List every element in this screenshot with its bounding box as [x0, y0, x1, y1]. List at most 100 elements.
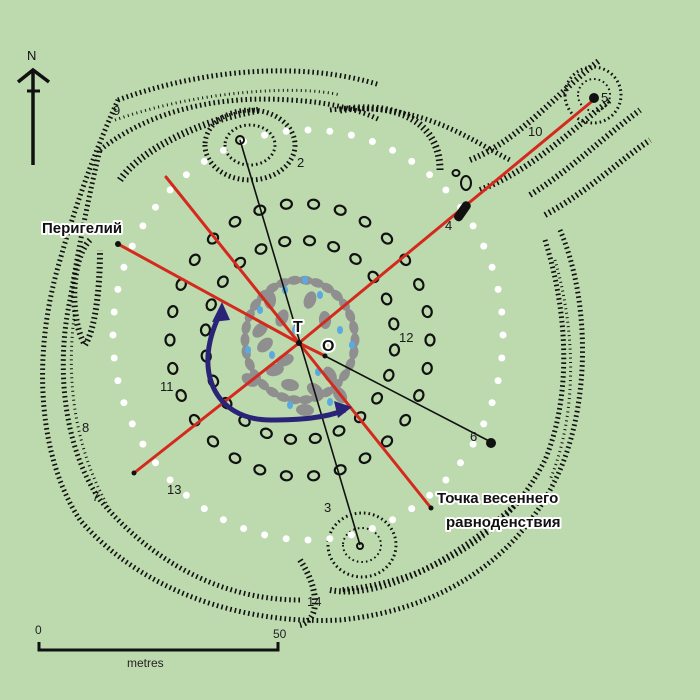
feature-number-8: 8 — [82, 420, 89, 435]
bluestone — [257, 306, 263, 314]
z-hole — [283, 433, 298, 445]
bluestone — [245, 346, 251, 354]
post-hole — [488, 399, 496, 407]
z-hole — [302, 235, 317, 247]
scale-unit-label: metres — [127, 656, 164, 670]
post-hole — [261, 131, 269, 139]
post-hole — [109, 331, 117, 339]
post-hole — [120, 263, 128, 271]
feature-number-12: 12 — [399, 330, 413, 345]
rotation-arc-arrow — [205, 302, 352, 423]
post-hole — [219, 146, 227, 154]
north-label: N — [27, 48, 36, 63]
post-hole — [304, 536, 312, 544]
post-hole — [182, 491, 190, 499]
trilithon-stone — [281, 378, 299, 392]
sarsen-stone — [310, 278, 324, 288]
feature-number-6: 6 — [470, 429, 477, 444]
earthwork-banks — [40, 57, 652, 628]
z-hole — [205, 298, 217, 312]
post-hole — [261, 531, 269, 539]
y-hole — [307, 470, 321, 482]
post-hole — [240, 525, 248, 532]
marker-O — [322, 353, 328, 359]
y-hole — [421, 305, 433, 319]
feature-number-7: 7 — [92, 489, 99, 504]
alignment-line-summer-solstice — [297, 96, 598, 345]
post-hole — [488, 263, 496, 271]
post-hole — [408, 157, 416, 165]
feature-number-3: 3 — [324, 500, 331, 515]
sight-line-O-to-6 — [324, 355, 492, 443]
stone-4a — [460, 175, 472, 191]
east-avenue-upper — [468, 57, 612, 193]
y-hole — [253, 464, 267, 476]
alignment-line-equinox — [297, 341, 433, 510]
y-hole — [358, 452, 372, 465]
alignment-line-perihelion — [116, 242, 301, 345]
south-mound-ring-inner — [342, 527, 383, 563]
scale-end-label: 50 — [273, 627, 287, 641]
z-hole — [332, 425, 346, 437]
post-hole — [128, 242, 136, 250]
stone-4b — [451, 169, 461, 177]
post-hole — [408, 505, 416, 513]
point-label-T: T — [293, 319, 303, 336]
pit-rings — [164, 198, 436, 482]
bluestone — [349, 341, 355, 349]
y-hole — [167, 305, 179, 319]
sarsen-stone — [266, 282, 279, 294]
post-hole — [389, 146, 397, 154]
post-hole — [426, 171, 434, 179]
y-hole — [188, 413, 201, 427]
z-hole — [327, 240, 341, 253]
post-hole — [368, 525, 376, 532]
trilithon-stone — [252, 322, 268, 338]
z-hole — [388, 343, 401, 357]
y-hole — [206, 435, 220, 448]
y-hole — [307, 198, 321, 210]
scale-start-label: 0 — [35, 623, 42, 637]
feature-number-11: 11 — [160, 379, 174, 394]
post-hole — [304, 126, 312, 134]
heel-stone-4 — [453, 201, 471, 222]
alignment-lines — [116, 96, 598, 510]
z-hole — [278, 235, 292, 248]
sarsen-stone — [276, 392, 290, 402]
post-hole — [128, 420, 136, 428]
sarsen-stone — [287, 275, 302, 285]
y-hole — [167, 361, 179, 375]
post-hole — [499, 331, 507, 339]
z-hole — [388, 317, 400, 331]
sarsen-stone — [241, 320, 251, 335]
sarsen-stone — [349, 345, 359, 360]
y-hole — [228, 215, 242, 228]
z-hole — [254, 243, 268, 255]
y-hole — [424, 333, 436, 347]
post-hole — [326, 535, 334, 543]
post-hole — [480, 242, 488, 250]
arc-path — [205, 308, 346, 423]
feature-number-10: 10 — [528, 124, 542, 139]
north-mound-ring — [202, 107, 298, 183]
callout-equinox-line1: Точка весеннего — [437, 490, 558, 507]
sarsen-stone — [298, 395, 313, 405]
scale-bar: 0 50 metres — [35, 623, 287, 670]
feature-number-14: 14 — [307, 594, 321, 609]
south-mound-ring — [326, 511, 398, 579]
post-hole — [110, 354, 118, 362]
south-bank-lobe — [297, 497, 523, 628]
post-hole — [480, 420, 488, 428]
marker-winter-solstice — [131, 470, 137, 476]
post-hole — [347, 131, 355, 139]
trilithon-stone — [257, 337, 273, 353]
post-hole — [469, 440, 477, 448]
post-hole — [494, 285, 502, 293]
north-bank-segment — [117, 104, 444, 183]
outer-bank-ditch — [40, 68, 585, 623]
callout-equinox-line2: равноденствия — [446, 514, 561, 531]
marker-T — [296, 340, 302, 346]
trilithon-stone — [296, 403, 314, 417]
north-mound-ring-inner — [223, 123, 277, 167]
north-arrow-head — [16, 67, 51, 84]
